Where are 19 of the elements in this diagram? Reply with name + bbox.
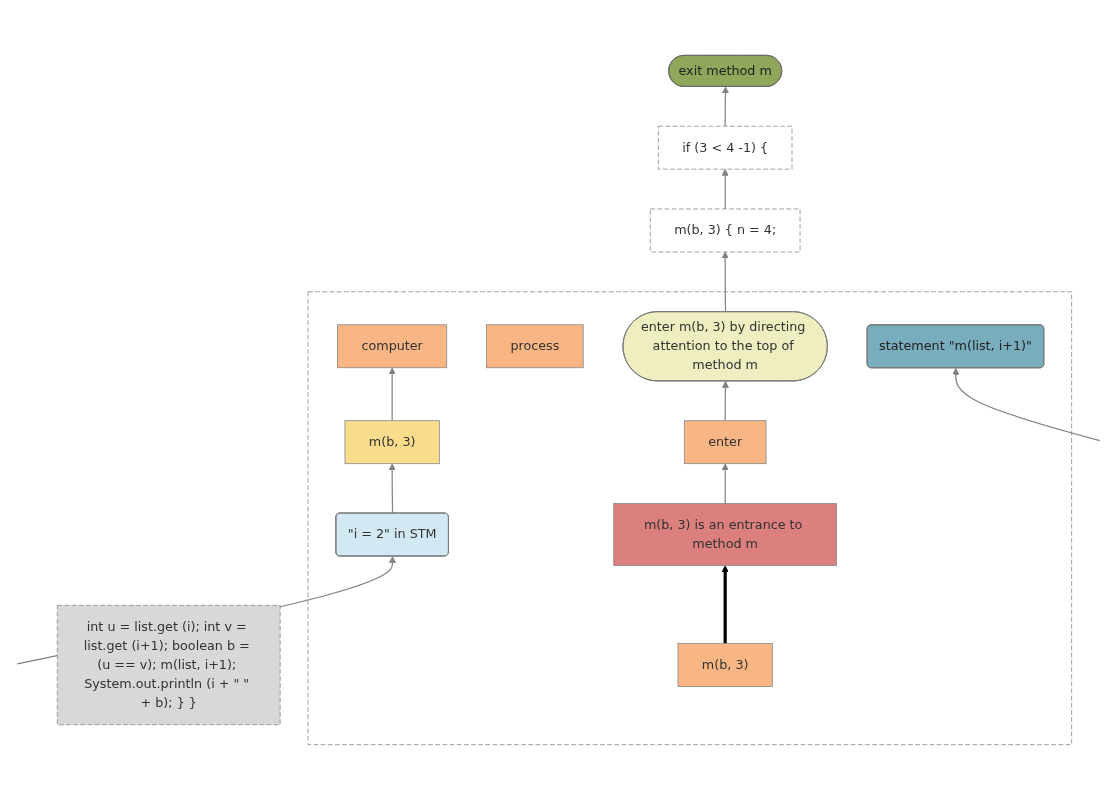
node-box: int u = list.get (i); int v = list.get (i+1); boolean b = (u == v); m(list, i+1); System.out.println (i + " " + b); } } — [56, 604, 281, 726]
arrow — [721, 86, 729, 127]
node-box: process — [486, 324, 584, 369]
node-box: m(b, 3) — [677, 643, 773, 687]
arrow — [388, 367, 396, 422]
arrow — [721, 565, 729, 644]
node-box: m(b, 3) is an entrance to method m — [613, 503, 837, 566]
node-box: computer — [337, 324, 448, 369]
arrow — [721, 381, 729, 422]
node-box: enter — [683, 420, 767, 465]
arrow — [721, 168, 729, 210]
arrow — [388, 463, 396, 514]
arrow — [721, 463, 729, 505]
node-box: m(b, 3) — [344, 420, 440, 465]
arrow — [952, 367, 1101, 442]
cluster — [307, 291, 1073, 746]
node-box: if (3 < 4 -1) { — [657, 125, 793, 170]
arrow — [721, 251, 729, 313]
node-box: m(b, 3) { n = 4; — [649, 208, 801, 253]
